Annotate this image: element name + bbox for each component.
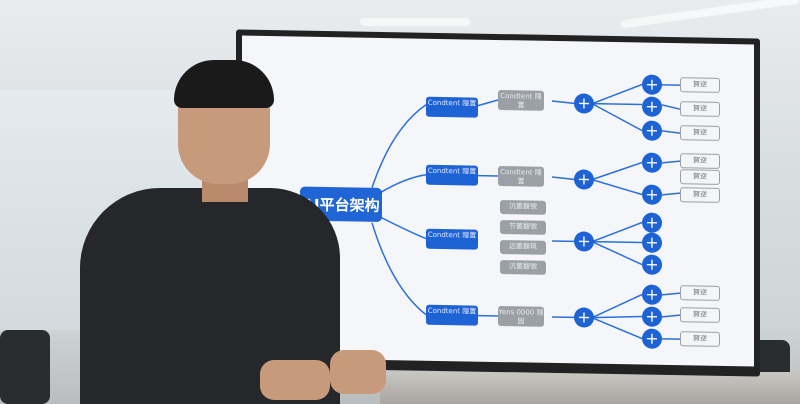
left-hand xyxy=(260,360,330,400)
sub-node: 远篋馥筑 xyxy=(500,240,546,255)
output-node: 賀逆 xyxy=(680,101,720,117)
plus-icon: + xyxy=(642,120,662,141)
plus-icon: + xyxy=(574,307,594,328)
ceiling-light xyxy=(360,18,470,26)
plus-icon: + xyxy=(642,284,662,305)
sub-node: Condtent 隍置 xyxy=(498,166,544,187)
presenter xyxy=(80,60,400,404)
output-node: 賀逆 xyxy=(680,125,720,141)
output-node: 賀逆 xyxy=(680,77,720,93)
plus-icon: + xyxy=(642,152,662,173)
output-node: 賀逆 xyxy=(680,331,720,347)
sub-node: 沆篋馥號 xyxy=(500,200,546,215)
branch-node: Condtent 隍置 xyxy=(426,304,478,326)
output-node: 賀逆 xyxy=(680,187,720,203)
plus-icon: + xyxy=(642,232,662,253)
sub-node: Yens 0000 隍园 xyxy=(498,306,544,327)
sub-node: 节篋馥號 xyxy=(500,220,546,235)
plus-icon: + xyxy=(574,169,594,190)
plus-icon: + xyxy=(642,306,662,327)
plus-icon: + xyxy=(642,96,662,117)
chair xyxy=(0,330,50,404)
conference-table xyxy=(380,372,800,404)
sub-node: 沆篋馥號 xyxy=(500,260,546,275)
plus-icon: + xyxy=(574,93,594,114)
plus-icon: + xyxy=(642,212,662,233)
output-node: 賀逆 xyxy=(680,153,720,169)
hair xyxy=(174,60,274,108)
output-node: 賀逆 xyxy=(680,307,720,323)
screen: AI平台架构 Condtent 隍置 Condtent 隍置 Condtent … xyxy=(242,35,754,367)
plus-icon: + xyxy=(642,74,662,95)
output-node: 賀逆 xyxy=(680,169,720,185)
sub-node: Condtent 隍置 xyxy=(498,90,544,111)
plus-icon: + xyxy=(574,231,594,252)
output-node: 賀逆 xyxy=(680,285,720,301)
display-monitor: AI平台架构 Condtent 隍置 Condtent 隍置 Condtent … xyxy=(236,29,760,377)
plus-icon: + xyxy=(642,184,662,205)
branch-node: Condtent 隍置 xyxy=(426,96,478,118)
branch-node: Condtent 隍置 xyxy=(426,164,478,186)
plus-icon: + xyxy=(642,254,662,275)
ceiling-light xyxy=(620,0,800,29)
right-hand xyxy=(330,350,386,394)
branch-node: Condtent 隍置 xyxy=(426,228,478,250)
plus-icon: + xyxy=(642,328,662,349)
